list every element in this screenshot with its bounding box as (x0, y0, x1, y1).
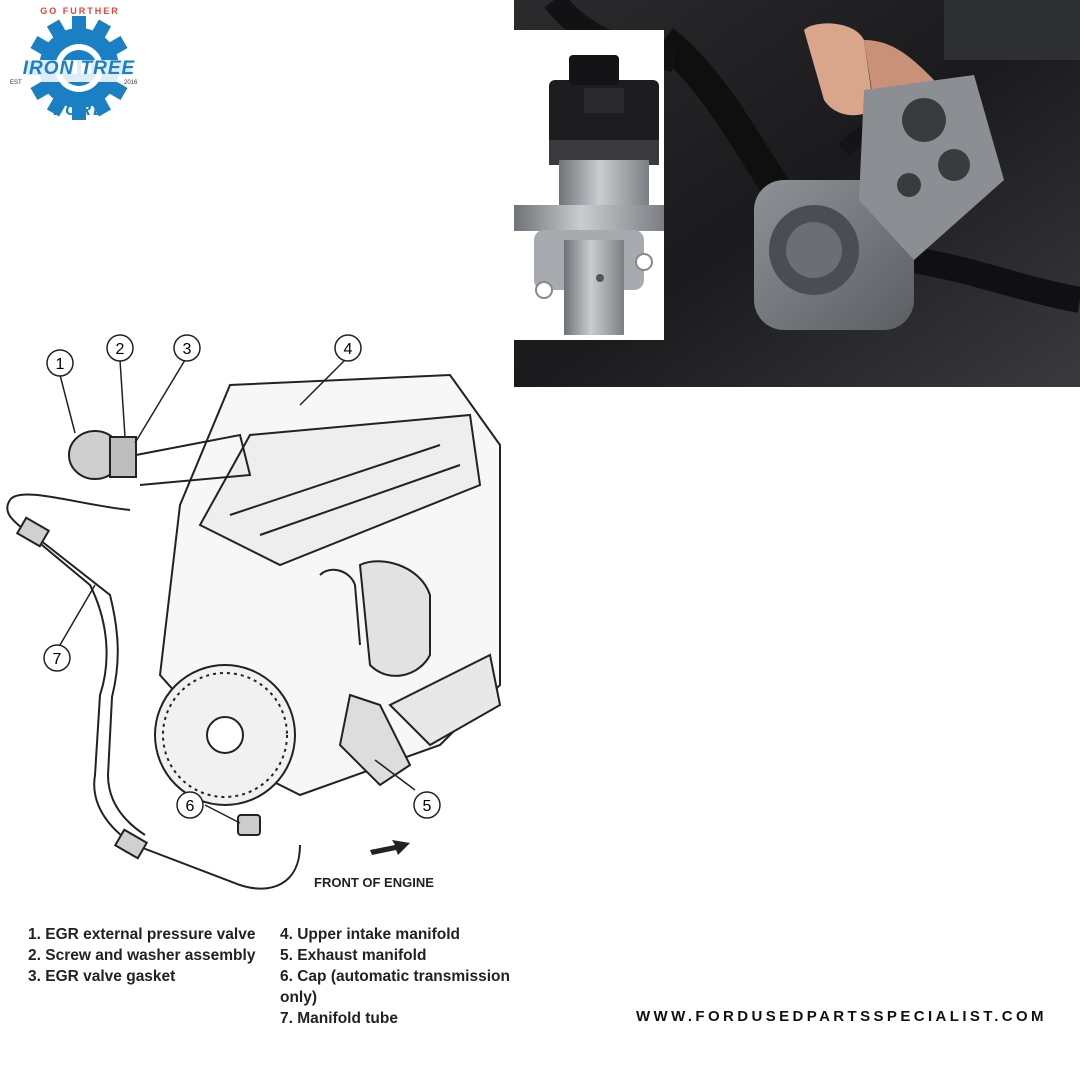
egr-valve-photo (514, 0, 1080, 387)
legend-item-1: 1. EGR external pressure valve (28, 926, 256, 943)
diagram-callouts: 1 2 3 4 5 6 7 (43, 334, 441, 819)
legend-item-2: 2. Screw and washer assembly (28, 947, 256, 964)
callout-4: 4 (344, 341, 353, 358)
callout-5: 5 (423, 798, 432, 815)
legend-item-5: 5. Exhaust manifold (280, 947, 427, 964)
callout-1: 1 (56, 356, 65, 373)
engine-diagram: 1 2 3 4 5 6 7 FRONT OF ENGINE (6, 334, 502, 890)
callout-3: 3 (183, 341, 192, 358)
callout-6: 6 (186, 798, 195, 815)
legend-left: 1. EGR external pressure valve 2. Screw … (28, 924, 268, 987)
logo-tagline: GO FURTHER (40, 6, 120, 16)
legend-item-7: 7. Manifold tube (280, 1010, 398, 1027)
gear-logo-icon (9, 16, 149, 120)
front-of-engine-label: FRONT OF ENGINE (314, 875, 434, 890)
legend-item-4: 4. Upper intake manifold (280, 926, 461, 943)
logo-est: EST (10, 80, 22, 86)
legend-item-6: 6. Cap (automatic transmission only) (280, 968, 510, 1006)
logo-year: 2016 (124, 80, 138, 86)
callout-7: 7 (53, 651, 62, 668)
logo-wordmark: IRON TREE (22, 58, 136, 79)
legend-right: 4. Upper intake manifold 5. Exhaust mani… (280, 924, 510, 1029)
website-url[interactable]: WWW.FORDUSEDPARTSSPECIALIST.COM (636, 1008, 1047, 1025)
legend-item-3: 3. EGR valve gasket (28, 968, 176, 985)
callout-2: 2 (116, 341, 125, 358)
front-arrow-icon (370, 840, 410, 855)
logo-ford: FORD (53, 102, 107, 119)
